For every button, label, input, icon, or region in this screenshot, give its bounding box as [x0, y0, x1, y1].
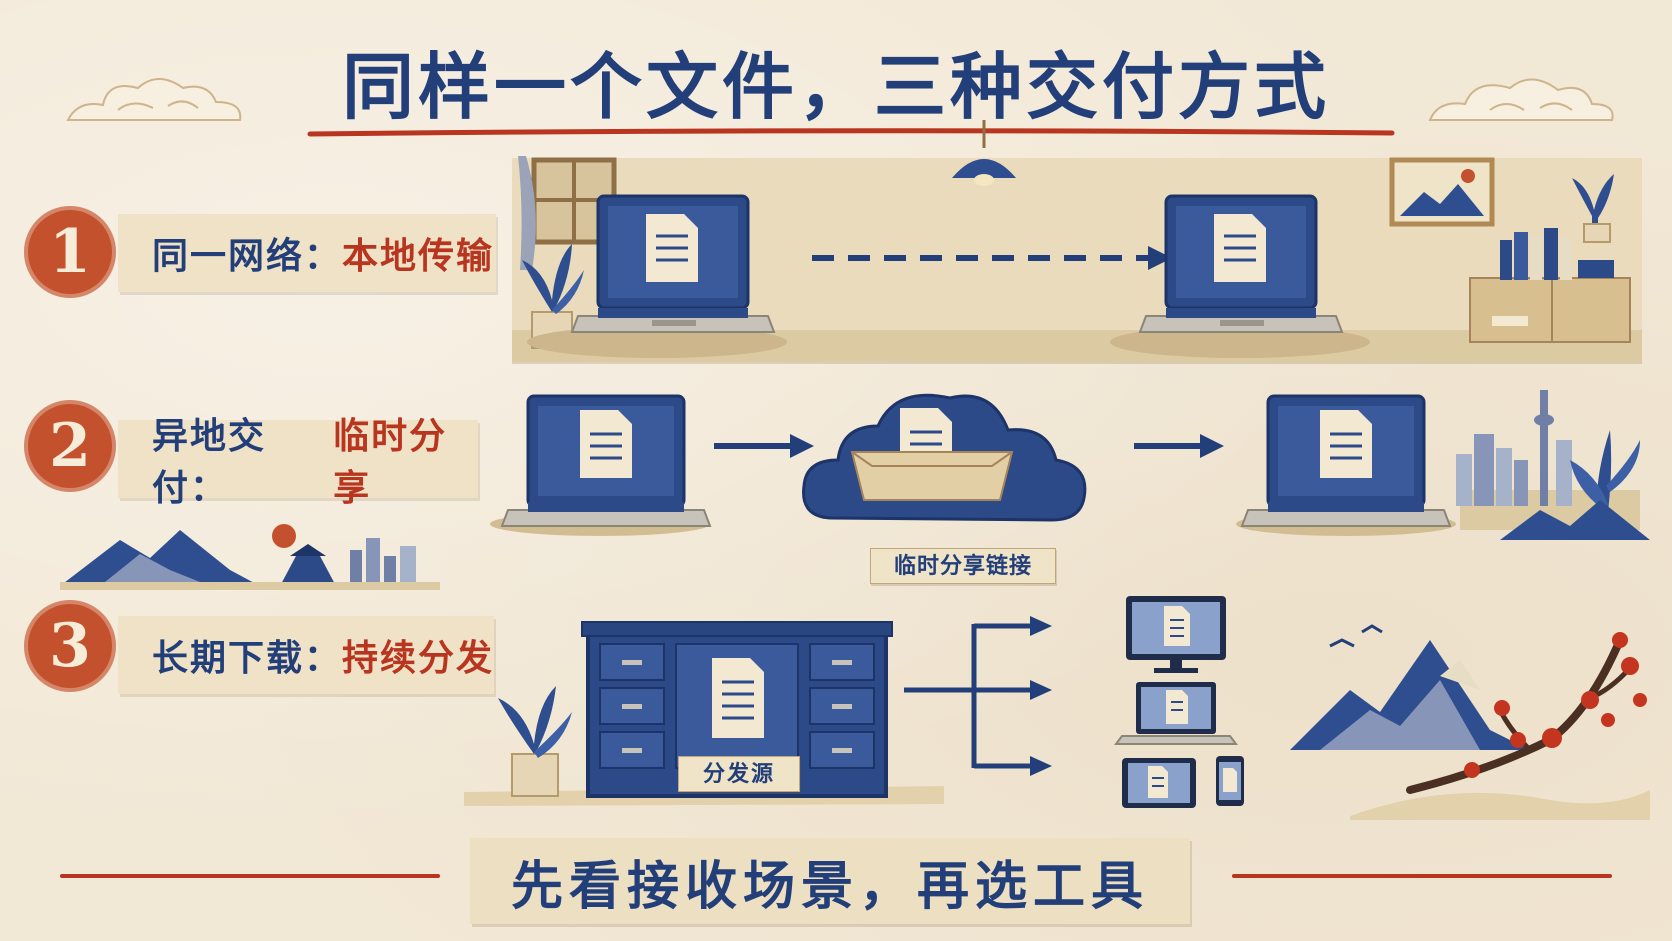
- row-2-label-key: 异地交付：: [152, 415, 267, 509]
- potted-plant-icon: [498, 686, 572, 797]
- tablet-icon: [1122, 758, 1196, 808]
- cloud-decoration-left: [66, 78, 242, 121]
- office-illustration: [512, 120, 1642, 362]
- city-skyline-icon: [1456, 390, 1640, 530]
- footer-line-right: [1232, 874, 1612, 878]
- wall-painting-icon: [1389, 157, 1495, 227]
- upload-arrow: [714, 434, 814, 458]
- distribution-illustration: [464, 616, 1052, 806]
- mountain-plum-illustration: [1290, 624, 1650, 820]
- step-badge-1: 1: [24, 206, 116, 298]
- distribution-arrows: [904, 616, 1052, 776]
- row-1-label-key: 同一网络：: [152, 235, 343, 277]
- page-title: 同样一个文件，三种交付方式: [341, 44, 1330, 129]
- cloud-storage-icon: [802, 393, 1087, 522]
- local-transfer-arrow: [812, 246, 1172, 270]
- distribution-source-tag: 分发源: [678, 756, 800, 792]
- row-2-label-value: 临时分享: [333, 415, 448, 509]
- row-2-label: 异地交付： 临时分享: [118, 415, 478, 509]
- file-cabinet-icon: [581, 621, 893, 798]
- step-badge-2: 2: [24, 400, 116, 492]
- temporary-share-link-tag: 临时分享链接: [870, 548, 1056, 584]
- remote-delivery-illustration: [490, 390, 1650, 540]
- plant-decoration-icon: [1500, 430, 1650, 540]
- step-badge-3: 3: [24, 600, 116, 692]
- laptop-device-icon: [1114, 682, 1238, 745]
- ceiling-lamp-icon: [952, 120, 1016, 186]
- download-arrow: [1134, 434, 1224, 458]
- row-1-label-value: 本地传输: [342, 235, 495, 277]
- mountain-town-illustration: [60, 524, 440, 590]
- row-3-label-value: 持续分发: [342, 637, 495, 679]
- laptop-sender-icon: [490, 394, 712, 536]
- desktop-monitor-icon: [1126, 596, 1226, 673]
- bookshelf-icon: [1469, 174, 1631, 343]
- cloud-decoration-right: [1428, 78, 1614, 121]
- phone-icon: [1216, 756, 1244, 806]
- footer-banner: 先看接收场景，再选工具: [470, 838, 1190, 924]
- row-3-label-key: 长期下载：: [152, 637, 343, 679]
- title-underline: [307, 128, 1395, 137]
- receiver-devices: [1114, 596, 1244, 808]
- laptop-receiver-icon: [1110, 194, 1370, 358]
- laptop-sender-icon: [527, 194, 787, 358]
- row-1-label: 同一网络： 本地传输: [118, 214, 496, 292]
- footer-line-left: [60, 874, 440, 878]
- row-3-label: 长期下载： 持续分发: [118, 616, 494, 694]
- laptop-receiver-icon: [1236, 394, 1456, 536]
